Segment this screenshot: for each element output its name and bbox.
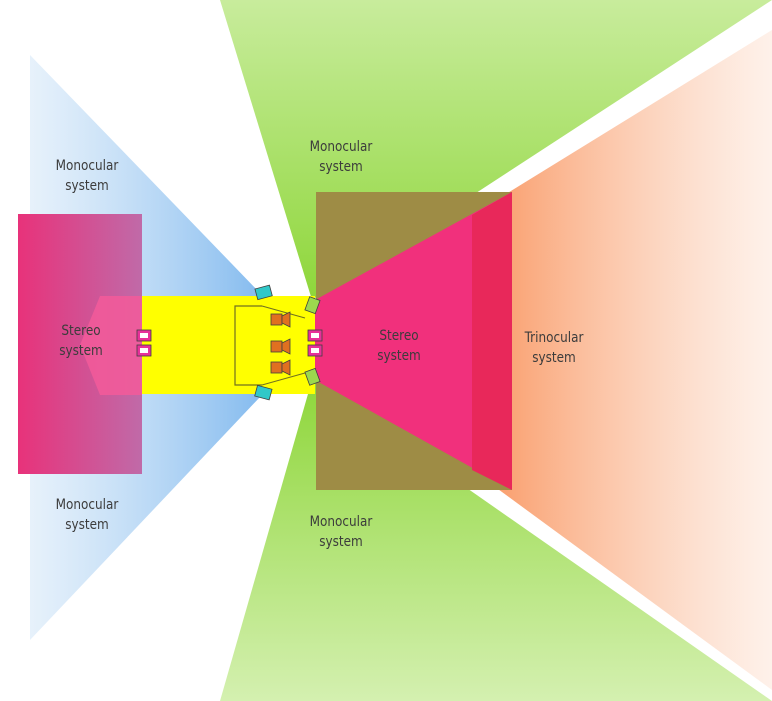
camera-mount-frame [234, 305, 262, 386]
label-trinocular: Trinocular system [524, 330, 584, 366]
camera-front-stereo-icon [307, 329, 323, 357]
camera-monocular-cyan-icon [254, 284, 273, 401]
trinocular-zone [472, 30, 772, 690]
mount-line-bot [261, 372, 306, 386]
stereo-zone-front [315, 192, 512, 490]
label-stereo-center: Stereo system [377, 328, 421, 364]
stereo-zone-rear-wedge [80, 296, 142, 395]
mount-line-top [261, 305, 306, 319]
label-monocular-left-bottom: Monocular system [55, 497, 119, 533]
label-stereo-left: Stereo system [59, 323, 103, 359]
camera-monocular-green-icon [304, 296, 321, 386]
camera-rear-stereo-icon [136, 329, 152, 357]
stereo-trinocular-overlap [472, 192, 512, 490]
label-monocular-center-top: Monocular system [309, 139, 373, 175]
label-monocular-left-top: Monocular system [55, 158, 119, 194]
camera-trinocular-icon [270, 311, 291, 376]
label-monocular-center-bottom: Monocular system [309, 514, 373, 550]
